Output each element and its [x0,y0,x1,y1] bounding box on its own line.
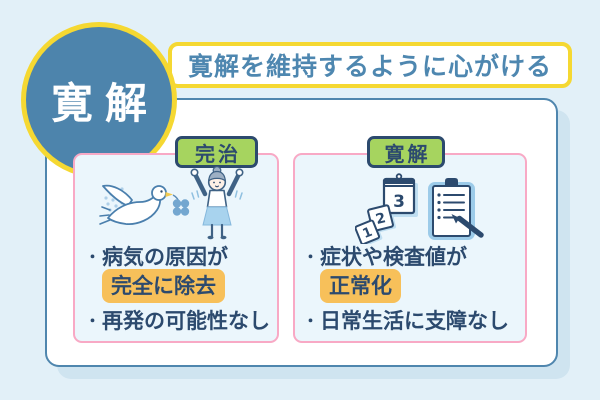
list-item: 完全に除去 [102,269,270,303]
bullet: ・ [85,311,101,330]
header-banner: 寛解を維持するように心がける [168,42,572,88]
panel-remission [293,153,527,343]
bullet: ・ [85,247,101,266]
clover [172,199,190,216]
list-item-text: 病気の原因が [102,245,228,269]
badge-label: 寛解 [50,78,159,128]
complete-cure-label-text: 完治 [195,141,241,166]
header-title: 寛解を維持するように心がける [187,52,552,81]
bullet: ・ [303,247,319,266]
pen-tip [451,214,460,224]
list-item: ・ 病気の原因が [85,243,270,269]
remission-label: 寛解 [367,136,445,168]
dove-with-clover-icon [99,184,190,225]
panel-complete-cure [73,153,279,343]
list-item: ・ 症状や検査値が [303,243,509,269]
list-item-text: 症状や検査値が [320,245,467,269]
checklist-bullets [437,193,441,220]
calendar-number-3: 3 [393,192,405,212]
remission-circle-badge: 寛解 [21,22,177,178]
clipboard-with-pen-icon [428,178,484,240]
remission-list: ・ 症状や検査値が 正常化 ・ 日常生活に支障なし [303,243,509,333]
list-item-text: 再発の可能性なし [102,309,270,333]
list-item: ・ 日常生活に支障なし [303,307,509,333]
complete-cure-list: ・ 病気の原因が 完全に除去 ・ 再発の可能性なし [85,243,270,333]
list-item: 正常化 [320,269,509,303]
falling-calendar-icon: 3 2 1 [355,173,418,244]
cheering-person-icon [190,166,244,240]
list-item: ・ 再発の可能性なし [85,307,270,333]
pen-body [456,215,484,238]
bullet: ・ [303,311,319,330]
remission-label-text: 寛解 [384,141,431,166]
highlighted-text: 正常化 [320,269,401,303]
highlighted-text: 完全に除去 [102,269,225,303]
calendar-number-2: 2 [374,210,387,228]
list-item-text: 日常生活に支障なし [320,309,509,333]
checklist-lines [443,194,465,219]
